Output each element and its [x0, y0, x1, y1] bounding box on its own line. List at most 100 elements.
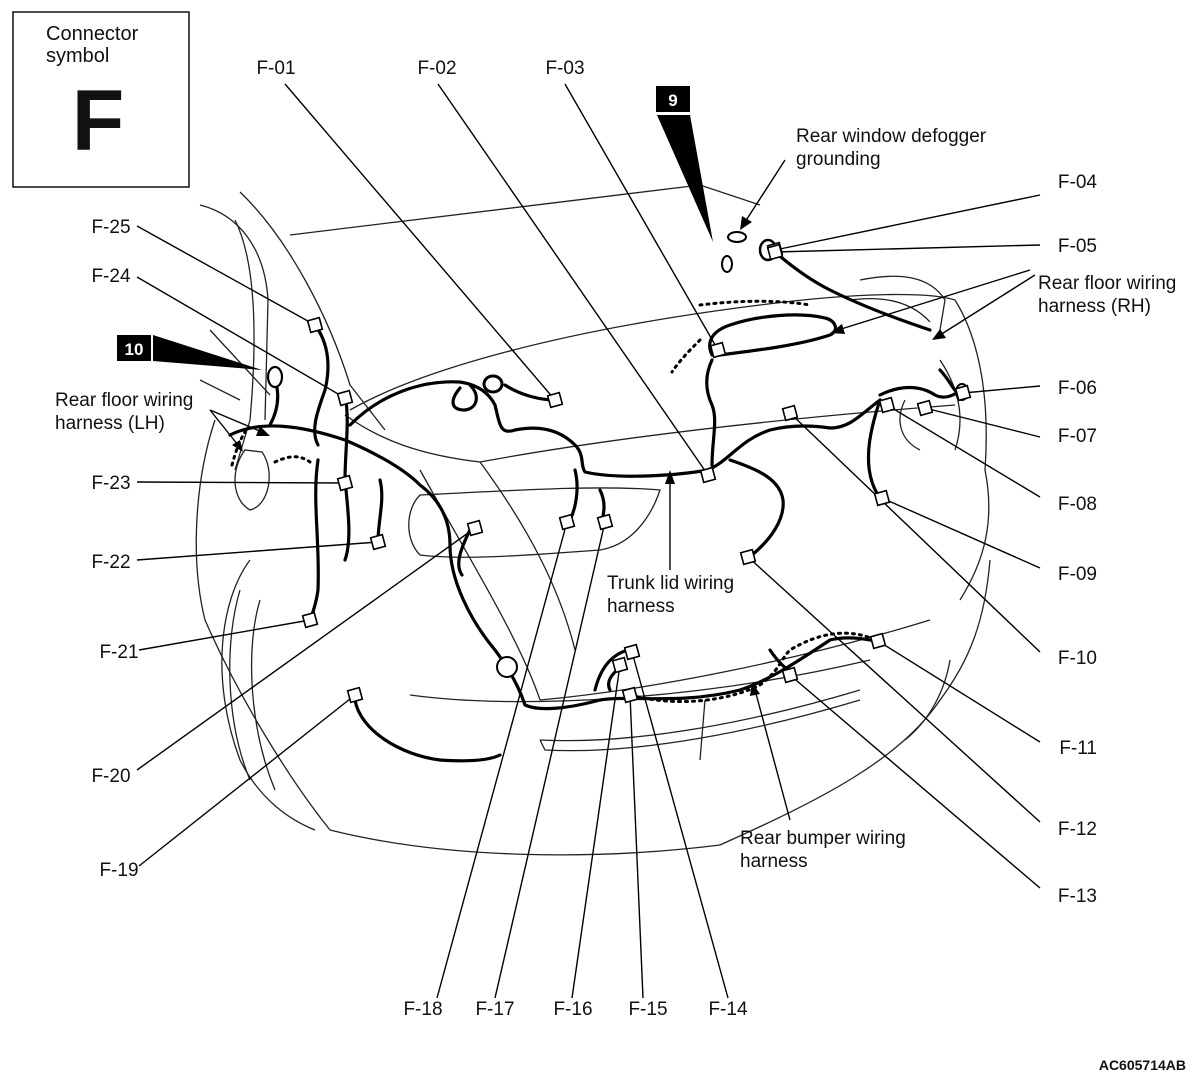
connector-f-16[interactable]	[611, 656, 629, 674]
leader-f-11	[877, 640, 1041, 743]
marker-9-label: 9	[668, 91, 677, 110]
leader-f-10	[789, 412, 1041, 653]
harness-annotations: Rear window defogger grounding Rear floo…	[55, 126, 1176, 872]
connector-labels: F-01 F-02 F-03F-04F-05F-06F-07F-08F-09F-10…	[91, 58, 1097, 1020]
leader-f-24	[136, 276, 346, 399]
leader-f-03	[564, 83, 719, 351]
connector-f-02[interactable]	[699, 466, 717, 484]
connector-f-22[interactable]	[369, 533, 387, 551]
connector-f-06[interactable]	[954, 384, 972, 402]
floor-lh-label-line1: Rear floor wiring	[55, 390, 193, 411]
annotation-arrows	[209, 159, 1036, 821]
label-f-23: F-23	[91, 473, 130, 494]
label-f-13: F-13	[1058, 886, 1097, 907]
connector-f-18[interactable]	[558, 513, 576, 531]
label-f-18: F-18	[403, 999, 442, 1020]
label-f-20: F-20	[91, 766, 130, 787]
label-f-01: F-01	[256, 58, 295, 79]
connector-f-11[interactable]	[869, 632, 887, 650]
bumper-label-line1: Rear bumper wiring	[740, 828, 906, 849]
connector-f-12[interactable]	[739, 548, 757, 566]
leader-f-12	[747, 556, 1041, 823]
label-f-25: F-25	[91, 217, 130, 238]
connector-f-21[interactable]	[301, 611, 319, 629]
connector-f-13[interactable]	[781, 666, 799, 684]
connector-f-08[interactable]	[878, 396, 896, 414]
label-f-10: F-10	[1058, 648, 1097, 669]
bumper-label-line2: harness	[740, 851, 808, 872]
connector-f-01[interactable]	[546, 391, 564, 409]
leader-f-17	[494, 521, 606, 999]
label-f-21: F-21	[99, 642, 138, 663]
connector-f-05[interactable]	[766, 243, 784, 261]
leader-f-09	[881, 497, 1041, 569]
leader-f-06	[962, 385, 1041, 394]
legend-symbol: F	[72, 73, 125, 169]
legend-title-line1: Connector	[46, 23, 139, 45]
label-f-02: F-02	[417, 58, 456, 79]
label-f-11: F-11	[1059, 738, 1097, 759]
leader-f-05	[774, 244, 1041, 253]
connector-f-15[interactable]	[621, 686, 639, 704]
leader-f-18	[436, 521, 568, 999]
marker-10-label: 10	[125, 340, 144, 359]
leader-f-20	[136, 527, 476, 771]
leader-f-23	[136, 481, 346, 484]
label-f-08: F-08	[1058, 494, 1097, 515]
label-f-05: F-05	[1058, 236, 1097, 257]
leader-f-16	[571, 664, 621, 999]
connector-f-19[interactable]	[346, 686, 364, 704]
defogger-label-line2: grounding	[796, 149, 881, 170]
leader-f-22	[136, 541, 379, 561]
figure-code: AC605714AB	[1099, 1057, 1186, 1073]
label-f-06: F-06	[1058, 378, 1097, 399]
label-f-19: F-19	[99, 860, 138, 881]
car-body-outline	[195, 184, 991, 856]
connector-f-20[interactable]	[466, 519, 484, 537]
connector-f-07[interactable]	[916, 399, 934, 417]
connector-f-03[interactable]	[709, 341, 727, 359]
connector-f-17[interactable]	[596, 513, 614, 531]
location-markers: 9 10	[117, 86, 713, 370]
leader-f-13	[789, 674, 1041, 889]
leader-f-04	[774, 194, 1041, 251]
leader-f-07	[924, 407, 1041, 438]
connector-symbol-legend: Connector symbol F	[12, 11, 190, 188]
floor-rh-label-line2: harness (RH)	[1038, 296, 1151, 317]
label-f-16: F-16	[553, 999, 592, 1020]
leader-f-14	[631, 651, 729, 999]
connector-f-25[interactable]	[306, 316, 324, 334]
leader-f-19	[138, 694, 356, 867]
label-f-12: F-12	[1058, 819, 1097, 840]
connector-f-24[interactable]	[336, 389, 354, 407]
label-f-17: F-17	[475, 999, 514, 1020]
floor-rh-label-line1: Rear floor wiring	[1038, 273, 1176, 294]
trunk-lid-label-line2: harness	[607, 596, 675, 617]
wiring-harnesses	[228, 250, 964, 763]
trunk-lid-label-line1: Trunk lid wiring	[607, 573, 734, 594]
label-f-24: F-24	[91, 266, 131, 287]
leader-f-01	[284, 83, 556, 401]
label-f-15: F-15	[628, 999, 667, 1020]
connector-leader-lines	[136, 83, 1041, 999]
floor-lh-label-line2: harness (LH)	[55, 413, 165, 434]
leader-f-08	[886, 404, 1041, 498]
connector-f-10[interactable]	[781, 404, 799, 422]
label-f-14: F-14	[708, 999, 748, 1020]
leader-f-02	[437, 83, 709, 476]
connector-f-09[interactable]	[873, 489, 891, 507]
connector-f-14[interactable]	[623, 643, 641, 661]
defogger-label-line1: Rear window defogger	[796, 126, 987, 147]
connector-f-23[interactable]	[336, 474, 354, 492]
leader-f-25	[136, 225, 316, 326]
leader-f-21	[138, 619, 311, 651]
leader-f-15	[629, 694, 644, 999]
label-f-03: F-03	[545, 58, 584, 79]
label-f-09: F-09	[1058, 564, 1097, 585]
legend-title-line2: symbol	[46, 45, 109, 67]
label-f-22: F-22	[91, 552, 130, 573]
label-f-04: F-04	[1058, 172, 1098, 193]
label-f-07: F-07	[1058, 426, 1097, 447]
